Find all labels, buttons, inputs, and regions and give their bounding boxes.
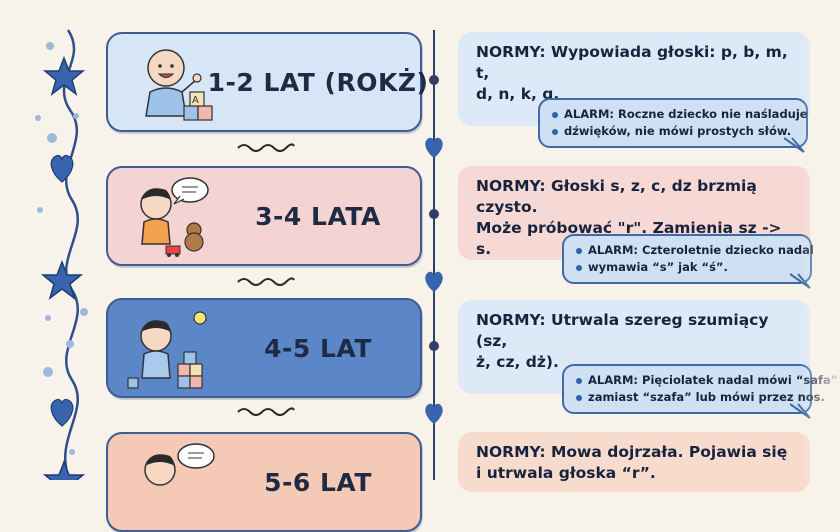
- child-playing-with-toys-icon: [140, 177, 209, 257]
- star-icon: [42, 459, 86, 480]
- norm-text-line: NORMY: Głoski s, z, c, dz brzmią czysto.: [476, 177, 757, 216]
- baby-with-blocks-icon: A: [145, 49, 213, 121]
- alarm-text-line: ALARM: Roczne dziecko nie naśladuje: [564, 107, 808, 121]
- svg-text:A: A: [192, 95, 199, 106]
- squiggle-divider: [237, 143, 295, 152]
- squiggle-divider: [237, 407, 295, 416]
- heart-icon: [425, 271, 443, 292]
- bullet-icon: [576, 264, 582, 271]
- timeline-dot: [429, 75, 439, 85]
- child-building-blocks-icon: [127, 311, 207, 389]
- alarm-box-4-5: ALARM: Pięciolatek nadal mówi “safa” zam…: [562, 364, 838, 414]
- alarm-box-3-4: ALARM: Czteroletnie dziecko nadal wymawi…: [562, 234, 814, 284]
- age-card-5-6: 5-6 LAT: [106, 432, 422, 532]
- bullet-icon: [552, 111, 558, 118]
- age-card-1-2: A 1-2 LAT (ROKŻ): [106, 32, 429, 132]
- norm-text-line: Może próbować "r". Zamienia sz -> s.: [476, 219, 782, 258]
- age-label: 3-4 LATA: [255, 201, 381, 231]
- timeline-dot: [429, 209, 439, 219]
- norm-text-line: NORMY: Mowa dojrzała. Pojawia się: [476, 443, 788, 461]
- right-edge-fade: [800, 0, 840, 480]
- child-talking-icon: [144, 443, 215, 486]
- heart-icon: [425, 137, 443, 158]
- norm-text-line: ż, cz, dż).: [476, 353, 559, 371]
- norm-box-5-6: NORMY: Mowa dojrzała. Pojawia się i utrw…: [458, 432, 810, 492]
- heart-icon: [425, 403, 443, 424]
- bullet-icon: [576, 377, 582, 384]
- alarm-text-line: zamiast “szafa” lub mówi przez nos.: [588, 390, 825, 404]
- timeline-dot: [429, 341, 439, 351]
- age-card-4-5: 4-5 LAT: [106, 298, 422, 398]
- alarm-box-1-2: ALARM: Roczne dziecko nie naśladuje dźwi…: [538, 98, 808, 148]
- alarm-text-line: dźwięków, nie mówi prostych słów.: [564, 124, 792, 138]
- star-icon: [40, 259, 84, 300]
- bullet-icon: [576, 247, 582, 254]
- age-label: 4-5 LAT: [264, 333, 372, 363]
- heart-icon: [50, 154, 74, 183]
- heart-icon: [50, 398, 74, 427]
- timeline-line: [425, 30, 443, 480]
- left-decoration: [35, 29, 88, 480]
- alarm-text-line: wymawia “s” jak “ś”.: [588, 260, 728, 274]
- bullet-icon: [552, 128, 558, 135]
- norm-text-line: i utrwala głoska “r”.: [476, 464, 656, 482]
- age-label: 5-6 LAT: [264, 467, 372, 497]
- star-icon: [42, 55, 86, 96]
- norm-text-line: d, n, k, g.: [476, 85, 560, 103]
- bullet-icon: [576, 394, 582, 401]
- alarm-text-line: ALARM: Pięciolatek nadal mówi “safa”: [588, 373, 839, 387]
- norm-box-1-2: NORMY: Wypowiada głoski: p, b, m, t, d, …: [458, 32, 810, 126]
- norm-text-line: NORMY: Utrwala szereg szumiący (sz,: [476, 311, 769, 350]
- age-card-3-4: 3-4 LATA: [106, 166, 422, 266]
- norm-text-line: NORMY: Wypowiada głoski: p, b, m, t,: [476, 43, 788, 82]
- age-label: 1-2 LAT (ROKŻ): [207, 67, 429, 97]
- alarm-text-line: ALARM: Czteroletnie dziecko nadal: [588, 243, 814, 257]
- squiggle-divider: [237, 277, 295, 286]
